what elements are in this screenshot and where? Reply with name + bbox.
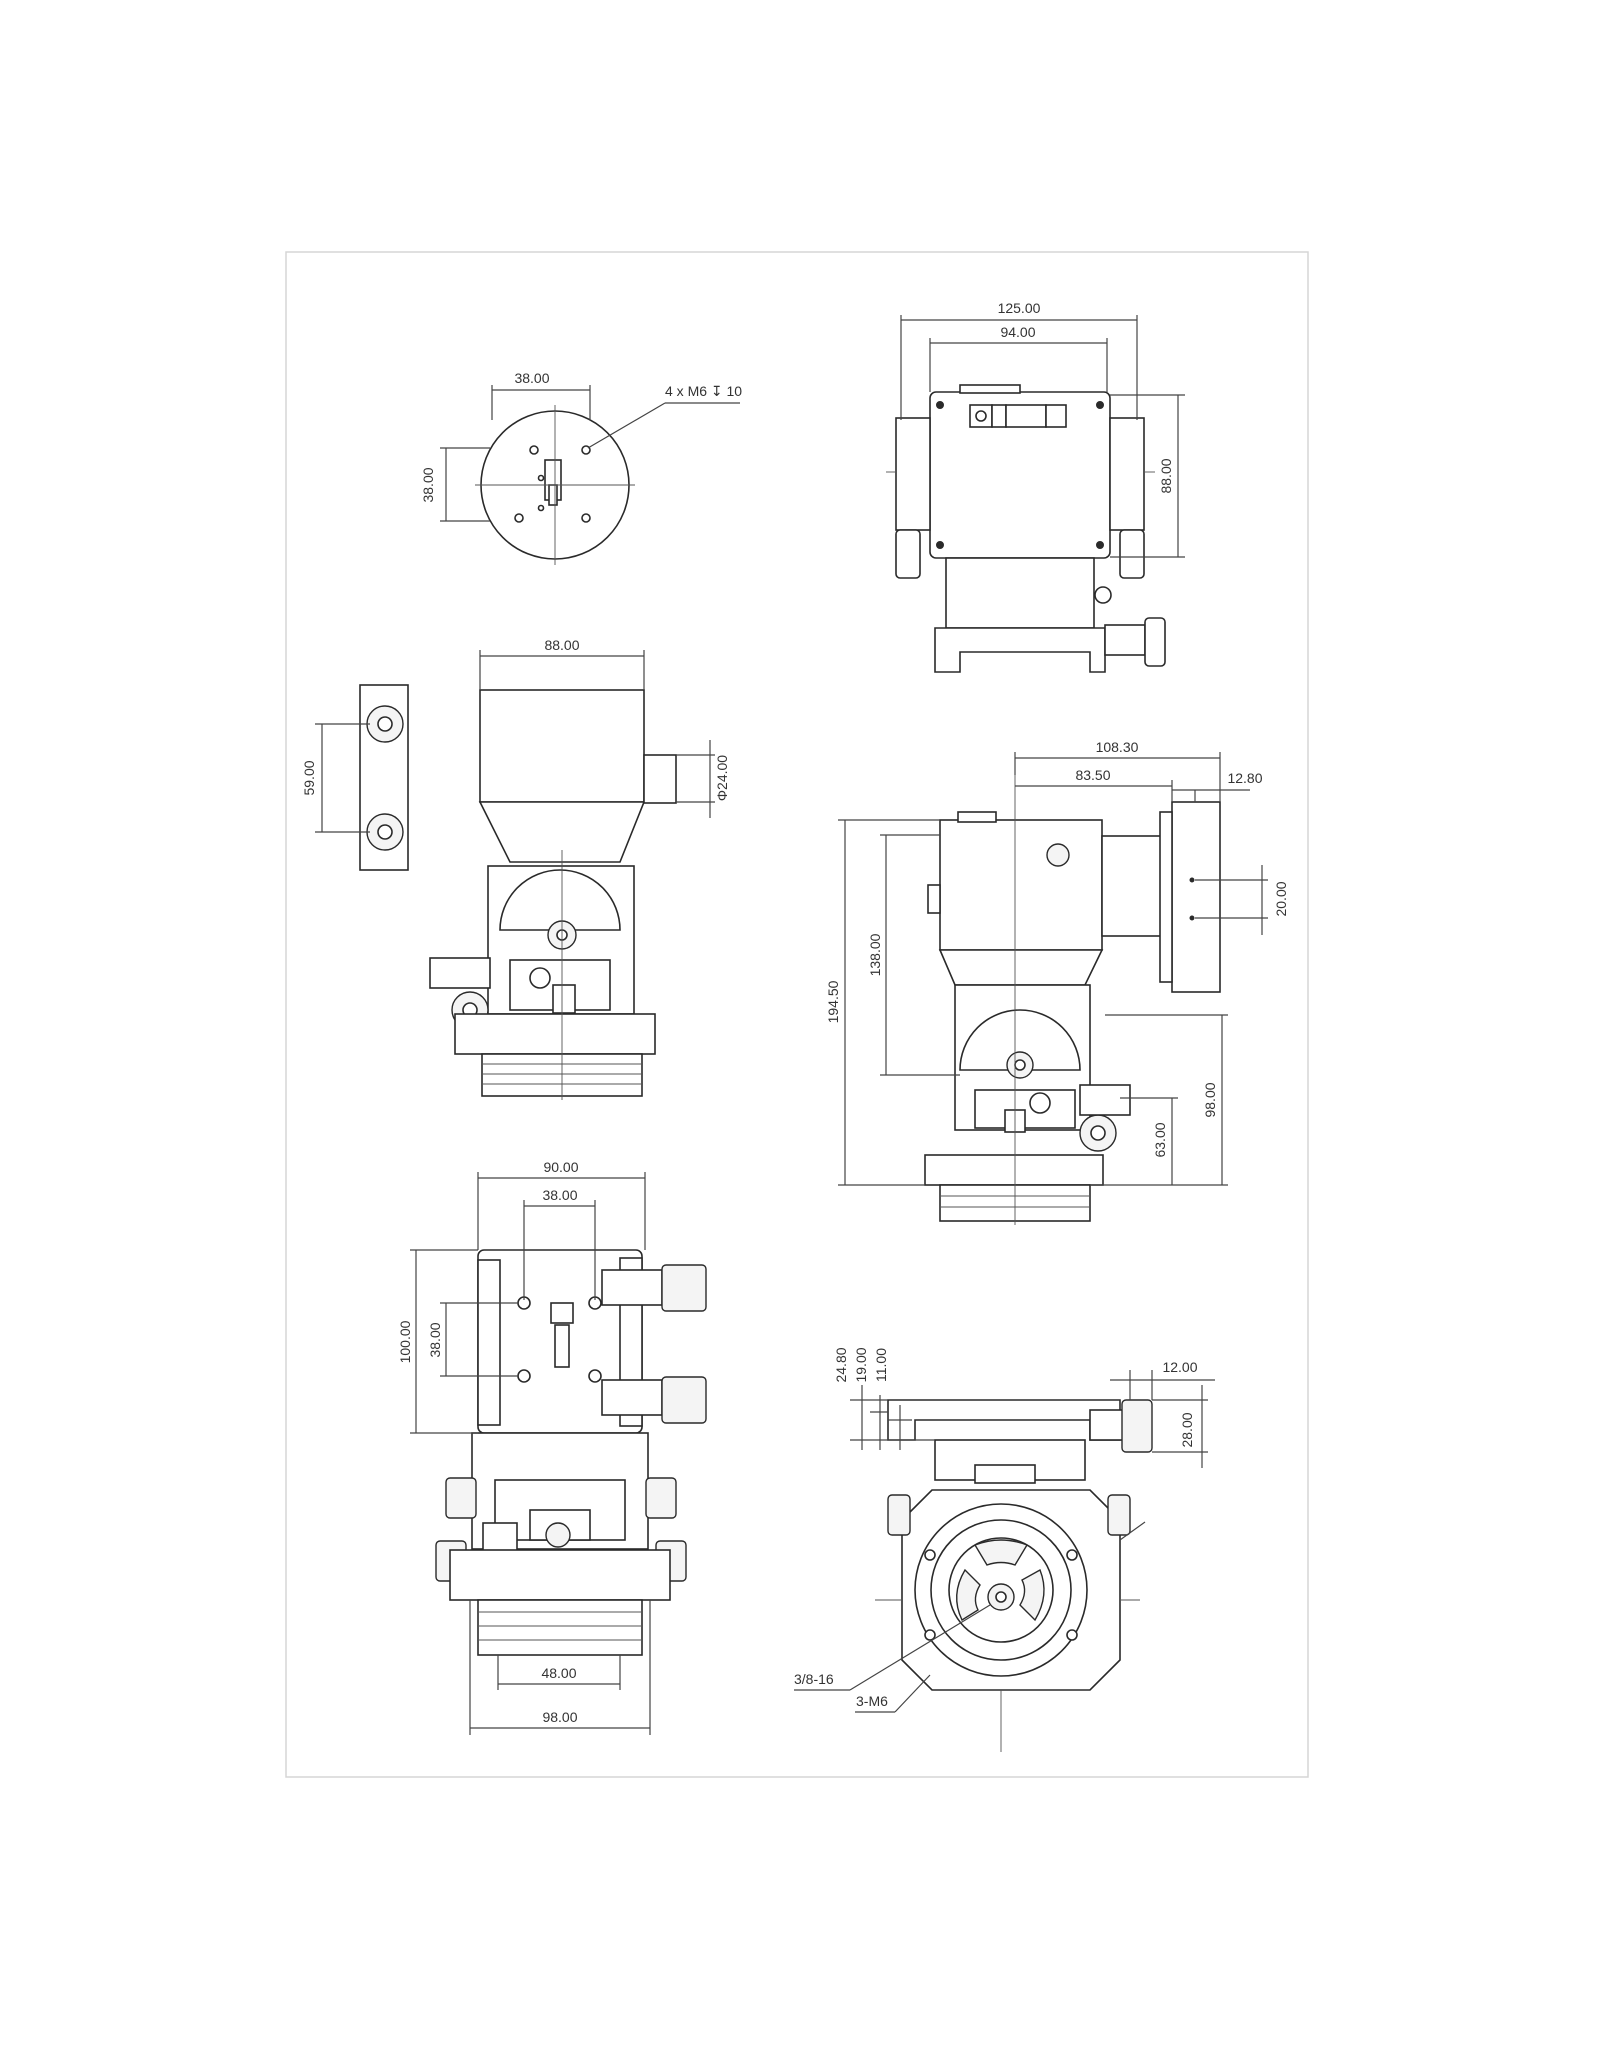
bottom-thread-label: 3/8-16 bbox=[794, 1671, 834, 1687]
bottom-holes-label: 3-M6 bbox=[856, 1693, 888, 1709]
top-dim-hole-spacing: 38.00 bbox=[542, 1187, 577, 1203]
top-dim-base-inner: 48.00 bbox=[541, 1665, 576, 1681]
top-dim-base-outer: 98.00 bbox=[542, 1709, 577, 1725]
rear-view: 125.00 94.00 88.00 bbox=[886, 300, 1185, 673]
top-dim-length: 100.00 bbox=[397, 1320, 413, 1363]
flange-dim-left: 38.00 bbox=[420, 467, 436, 502]
flange-callout: 4 x M6 ↧ 10 bbox=[665, 383, 742, 399]
bottom-dim-knob-offset: 12.00 bbox=[1162, 1359, 1197, 1375]
bottom-dim-knob-height: 28.00 bbox=[1179, 1412, 1195, 1447]
bottom-view: 24.80 19.00 11.00 12.00 28.00 3/8-16 3-M… bbox=[794, 1347, 1215, 1752]
rear-dim-inner-width: 94.00 bbox=[1000, 324, 1035, 340]
front-dim-knob-spacing: 59.00 bbox=[301, 760, 317, 795]
side-dim-depth: 83.50 bbox=[1075, 767, 1110, 783]
side-dim-knob-height: 63.00 bbox=[1152, 1122, 1168, 1157]
side-view: 108.30 83.50 12.80 20.00 98.00 63.00 194… bbox=[825, 739, 1289, 1225]
rear-dim-outer-width: 125.00 bbox=[998, 300, 1041, 316]
bottom-dim-a: 24.80 bbox=[833, 1347, 849, 1382]
side-dim-flange: 12.80 bbox=[1227, 770, 1262, 786]
drawing-frame bbox=[285, 251, 1309, 1778]
side-dim-overall-depth: 108.30 bbox=[1096, 739, 1139, 755]
bottom-dim-c: 11.00 bbox=[873, 1348, 889, 1382]
front-view: 88.00 59.00 Φ24.00 bbox=[301, 637, 730, 1100]
side-dim-hole-spacing: 20.00 bbox=[1273, 881, 1289, 916]
side-dim-total-height: 194.50 bbox=[825, 980, 841, 1023]
front-dim-shaft-dia: Φ24.00 bbox=[714, 755, 730, 801]
side-dim-base-height: 98.00 bbox=[1202, 1082, 1218, 1117]
flange-dim-top: 38.00 bbox=[514, 370, 549, 386]
flange-view: 38.00 38.00 4 x M6 ↧ 10 bbox=[420, 370, 742, 565]
top-dim-hole-spacing-v: 38.00 bbox=[427, 1322, 443, 1357]
side-dim-body-height: 138.00 bbox=[867, 933, 883, 976]
bottom-dim-b: 19.00 bbox=[853, 1347, 869, 1382]
rear-dim-height: 88.00 bbox=[1158, 458, 1174, 493]
top-dim-width: 90.00 bbox=[543, 1159, 578, 1175]
top-view: 90.00 38.00 100.00 38.00 48.00 98.00 bbox=[397, 1159, 707, 1735]
front-dim-width: 88.00 bbox=[544, 637, 579, 653]
